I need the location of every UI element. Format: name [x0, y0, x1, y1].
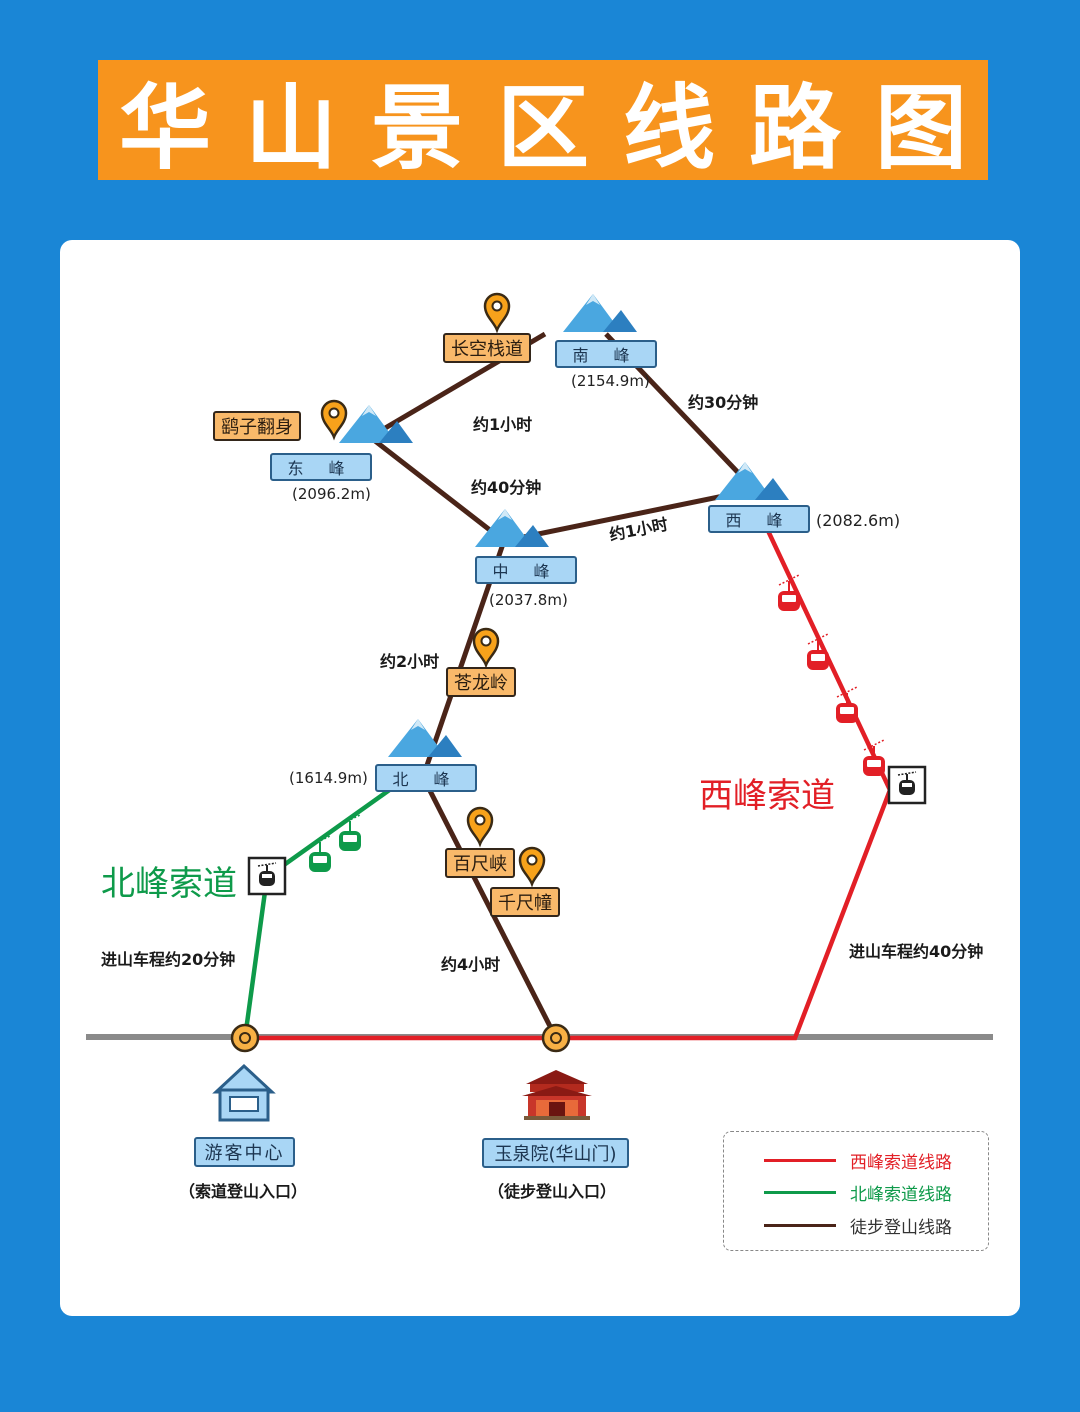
location-pin-icon	[518, 846, 546, 886]
spot-label-changkong: 长空栈道	[443, 333, 531, 363]
legend-swatch-hiking	[764, 1223, 836, 1227]
legend-label-west: 西峰索道线路	[850, 1152, 952, 1173]
location-pin-icon	[472, 627, 500, 667]
time-road-west: 进山车程约40分钟	[849, 942, 984, 961]
cable-car-icon	[835, 686, 859, 724]
legend: 西峰索道线路 北峰索道线路 徒步登山线路	[723, 1131, 989, 1251]
elevation-north: (1614.9m)	[289, 769, 368, 787]
cable-station-icon	[247, 856, 287, 896]
page-title: 华山景区线路图	[119, 74, 1002, 182]
north-cable-route	[242, 784, 397, 1039]
legend-label-hiking: 徒步登山线路	[850, 1217, 952, 1238]
junction-yuquan	[541, 1023, 571, 1053]
legend-item-hiking: 徒步登山线路	[764, 1213, 952, 1238]
legend-swatch-west	[764, 1158, 836, 1162]
spot-label-yaozi: 鹞子翻身	[213, 411, 301, 441]
house-icon	[212, 1063, 276, 1122]
mountain-icon	[715, 462, 789, 500]
elevation-middle: (2037.8m)	[489, 591, 568, 609]
legend-label-north: 北峰索道线路	[850, 1184, 952, 1205]
gate-note-visitor: （索道登山入口）	[179, 1182, 308, 1201]
spot-label-qianchi: 千尺幢	[490, 887, 560, 917]
gate-note-yuquan: （徒步登山入口）	[488, 1182, 617, 1201]
legend-item-north: 北峰索道线路	[764, 1180, 952, 1205]
junction-visitor	[230, 1023, 260, 1053]
elevation-west: (2082.6m)	[816, 511, 901, 530]
elevation-south: (2154.9m)	[571, 372, 650, 390]
cable-station-icon	[887, 765, 927, 805]
cableway-name-north: 北峰索道	[101, 864, 237, 904]
peak-label-north: 北 峰	[375, 764, 477, 792]
peak-label-west: 西 峰	[708, 505, 810, 533]
legend-swatch-north	[764, 1190, 836, 1194]
gate-label-yuquan: 玉泉院(华山门)	[482, 1138, 629, 1168]
time-visitor-north: 进山车程约20分钟	[101, 950, 236, 969]
time-east-south: 约1小时	[473, 415, 533, 434]
legend-item-west: 西峰索道线路	[764, 1148, 952, 1173]
time-gate-north: 约4小时	[441, 955, 501, 974]
time-east-middle: 约40分钟	[471, 478, 542, 497]
mountain-icon	[563, 294, 637, 332]
peak-label-middle: 中 峰	[475, 556, 577, 584]
peak-label-east: 东 峰	[270, 453, 372, 481]
mountain-icon	[339, 405, 413, 443]
hiking-routes	[368, 331, 750, 1040]
spot-label-canglong: 苍龙岭	[446, 667, 516, 697]
location-pin-icon	[466, 806, 494, 846]
spot-label-baichi: 百尺峡	[445, 848, 515, 878]
peak-label-south: 南 峰	[555, 340, 657, 368]
location-pin-icon	[483, 292, 511, 332]
time-middle-north: 约2小时	[380, 652, 440, 671]
temple-gate-icon	[522, 1070, 592, 1120]
elevation-east: (2096.2m)	[292, 485, 371, 503]
location-pin-icon	[320, 399, 348, 439]
gate-label-visitor: 游客中心	[194, 1137, 295, 1167]
title-banner: 华山景区线路图	[98, 60, 988, 182]
mountain-icon	[388, 719, 462, 757]
cable-car-icon	[862, 739, 886, 777]
time-south-west: 约30分钟	[688, 393, 759, 412]
cableway-name-west: 西峰索道	[699, 776, 835, 816]
